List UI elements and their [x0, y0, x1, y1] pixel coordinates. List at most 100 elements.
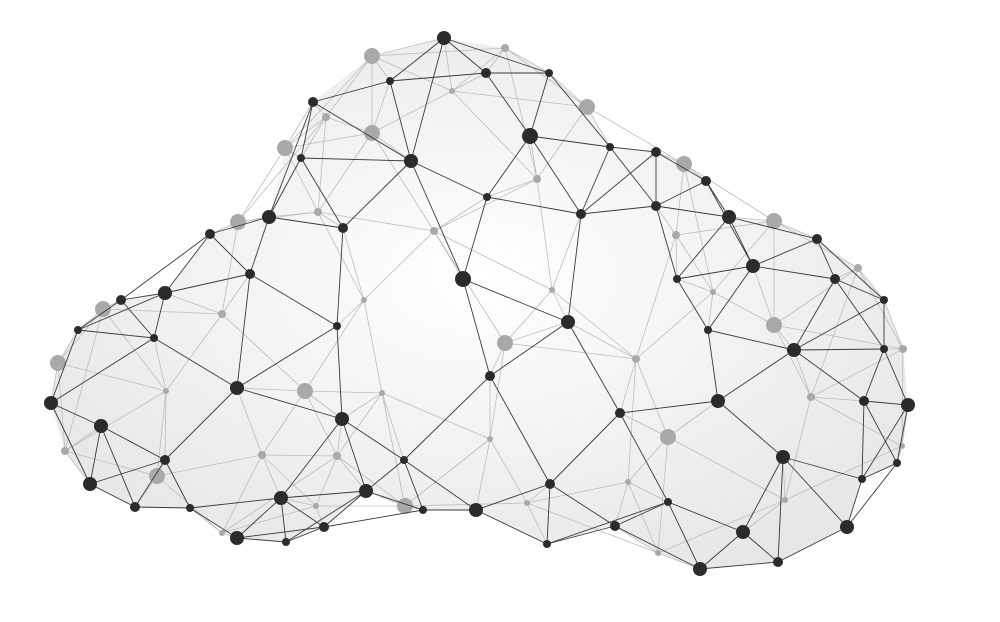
back-mesh-line [475, 438, 491, 511]
front-mesh-node [711, 394, 725, 408]
front-mesh-line [403, 459, 424, 511]
back-mesh-line [810, 267, 859, 398]
front-mesh-node [704, 326, 712, 334]
front-mesh-node [859, 396, 869, 406]
front-mesh-line [580, 146, 611, 215]
back-mesh-line [336, 392, 383, 457]
back-mesh-line [504, 321, 569, 344]
back-mesh-line [667, 400, 719, 438]
back-mesh-line [901, 348, 904, 447]
front-mesh-line [861, 404, 909, 480]
front-mesh-node [44, 396, 58, 410]
front-mesh-line [410, 160, 464, 280]
front-mesh-node [469, 503, 483, 517]
back-mesh-line [57, 362, 167, 392]
back-mesh-line [810, 396, 903, 447]
back-mesh-line [536, 106, 588, 180]
back-mesh-node [364, 48, 380, 64]
front-mesh-line [489, 375, 551, 485]
back-mesh-line [857, 267, 904, 350]
back-mesh-node [579, 99, 595, 115]
front-mesh-line [793, 299, 885, 351]
front-mesh-node [455, 271, 471, 287]
back-mesh-line [221, 454, 263, 534]
front-mesh-line [209, 233, 251, 275]
front-mesh-line [77, 329, 155, 339]
back-mesh-line [504, 47, 550, 74]
back-mesh-line [443, 37, 453, 92]
front-mesh-line [546, 483, 551, 545]
back-mesh-line [486, 178, 538, 198]
back-mesh-line [675, 220, 775, 236]
front-mesh-line [529, 135, 611, 148]
front-mesh-line [236, 325, 338, 389]
back-mesh-node [449, 88, 455, 94]
front-mesh-node [561, 315, 575, 329]
back-mesh-line [64, 390, 167, 452]
back-mesh-line [742, 499, 786, 533]
front-mesh-line [268, 101, 314, 218]
back-mesh-line [304, 299, 365, 392]
front-mesh-line [164, 273, 251, 294]
front-mesh-line [567, 213, 582, 323]
front-mesh-line [816, 238, 885, 301]
front-mesh-line [861, 400, 865, 480]
front-mesh-line [863, 400, 898, 464]
back-mesh-line [304, 390, 338, 457]
front-mesh-line [546, 501, 669, 545]
back-mesh-line [284, 132, 373, 149]
back-mesh-line [536, 178, 553, 291]
back-mesh-line [165, 313, 223, 392]
front-mesh-line [782, 456, 863, 480]
back-mesh-line [489, 342, 506, 440]
back-mesh-line [551, 213, 582, 291]
back-mesh-line [341, 392, 383, 420]
back-mesh-line [237, 147, 286, 223]
front-mesh-line [164, 459, 191, 509]
back-mesh-line [404, 502, 528, 507]
front-mesh-node [205, 229, 215, 239]
back-mesh-line [164, 292, 223, 315]
front-mesh-line [365, 459, 405, 492]
front-mesh-node [262, 210, 276, 224]
front-mesh-node [736, 525, 750, 539]
front-mesh-line [742, 456, 784, 533]
front-mesh-node [230, 381, 244, 395]
front-mesh-line [312, 101, 412, 162]
back-mesh-line [221, 313, 306, 392]
front-mesh-line [580, 205, 657, 215]
front-mesh-line [614, 525, 701, 570]
back-mesh-line [261, 390, 306, 456]
back-mesh-line [451, 90, 588, 108]
front-mesh-nodes [44, 31, 915, 576]
front-mesh-line [342, 160, 412, 229]
back-mesh-line [371, 55, 453, 92]
back-mesh-line [657, 436, 669, 554]
back-mesh-line [261, 454, 338, 457]
back-mesh-line [64, 450, 158, 477]
back-mesh-line [153, 337, 167, 392]
back-mesh-node [364, 125, 380, 141]
back-mesh-line [304, 390, 383, 394]
front-mesh-line [336, 227, 344, 327]
back-mesh-line [627, 481, 659, 554]
front-mesh-line [863, 400, 909, 406]
front-mesh-line [403, 375, 491, 461]
front-mesh-line [705, 180, 730, 218]
back-mesh-line [261, 454, 317, 507]
back-mesh-line [773, 324, 812, 398]
front-mesh-line [153, 337, 238, 389]
front-mesh-line [280, 418, 343, 499]
back-mesh-node [430, 227, 438, 235]
front-mesh-line [896, 404, 909, 464]
back-mesh-node [854, 264, 862, 272]
front-mesh-line [717, 349, 795, 402]
front-mesh-line [189, 497, 282, 509]
back-mesh-line [627, 481, 669, 503]
back-mesh-line [325, 55, 373, 118]
back-mesh-line [526, 502, 548, 545]
back-mesh-line [712, 220, 775, 293]
back-mesh-line [586, 106, 685, 165]
front-mesh-node [437, 31, 451, 45]
front-mesh-node [160, 455, 170, 465]
